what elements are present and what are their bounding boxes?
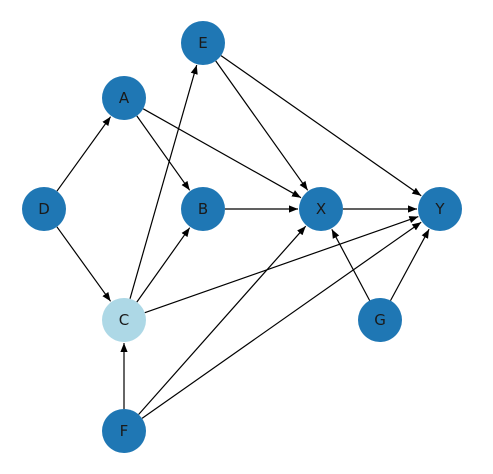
node-b: B <box>181 187 225 231</box>
node-label-f: F <box>120 422 129 440</box>
node-label-g: G <box>374 311 386 329</box>
edge-f-to-y <box>141 221 422 419</box>
node-circle-f <box>102 409 146 453</box>
node-circle-c <box>102 298 146 342</box>
node-circle-e <box>181 21 225 65</box>
node-label-x: X <box>316 200 326 218</box>
node-y: Y <box>418 187 462 231</box>
node-label-d: D <box>38 200 50 218</box>
edge-g-to-x <box>331 229 371 301</box>
node-label-e: E <box>198 34 207 52</box>
node-c: C <box>102 298 146 342</box>
node-circle-b <box>181 187 225 231</box>
edge-e-to-x <box>215 60 309 191</box>
node-f: F <box>102 409 146 453</box>
edge-g-to-y <box>389 228 430 301</box>
node-a: A <box>102 76 146 120</box>
edge-a-to-b <box>136 115 191 191</box>
edges-layer <box>56 55 430 419</box>
node-d: D <box>22 187 66 231</box>
node-e: E <box>181 21 225 65</box>
node-x: X <box>299 187 343 231</box>
node-circle-d <box>22 187 66 231</box>
edge-d-to-c <box>56 226 112 302</box>
node-label-a: A <box>119 89 130 107</box>
edge-f-to-x <box>138 225 307 415</box>
edge-d-to-a <box>56 116 112 192</box>
edge-e-to-y <box>220 55 422 197</box>
node-g: G <box>358 298 402 342</box>
node-circle-y <box>418 187 462 231</box>
edge-c-to-b <box>136 227 191 303</box>
node-label-y: Y <box>434 200 445 218</box>
node-circle-a <box>102 76 146 120</box>
node-label-b: B <box>198 200 208 218</box>
edge-a-to-x <box>142 108 302 199</box>
edge-c-to-e <box>129 64 198 299</box>
edge-c-to-y <box>144 216 419 314</box>
node-circle-x <box>299 187 343 231</box>
node-circle-g <box>358 298 402 342</box>
nodes-layer: A B C D E F G X Y <box>22 21 462 453</box>
node-label-c: C <box>119 311 129 329</box>
